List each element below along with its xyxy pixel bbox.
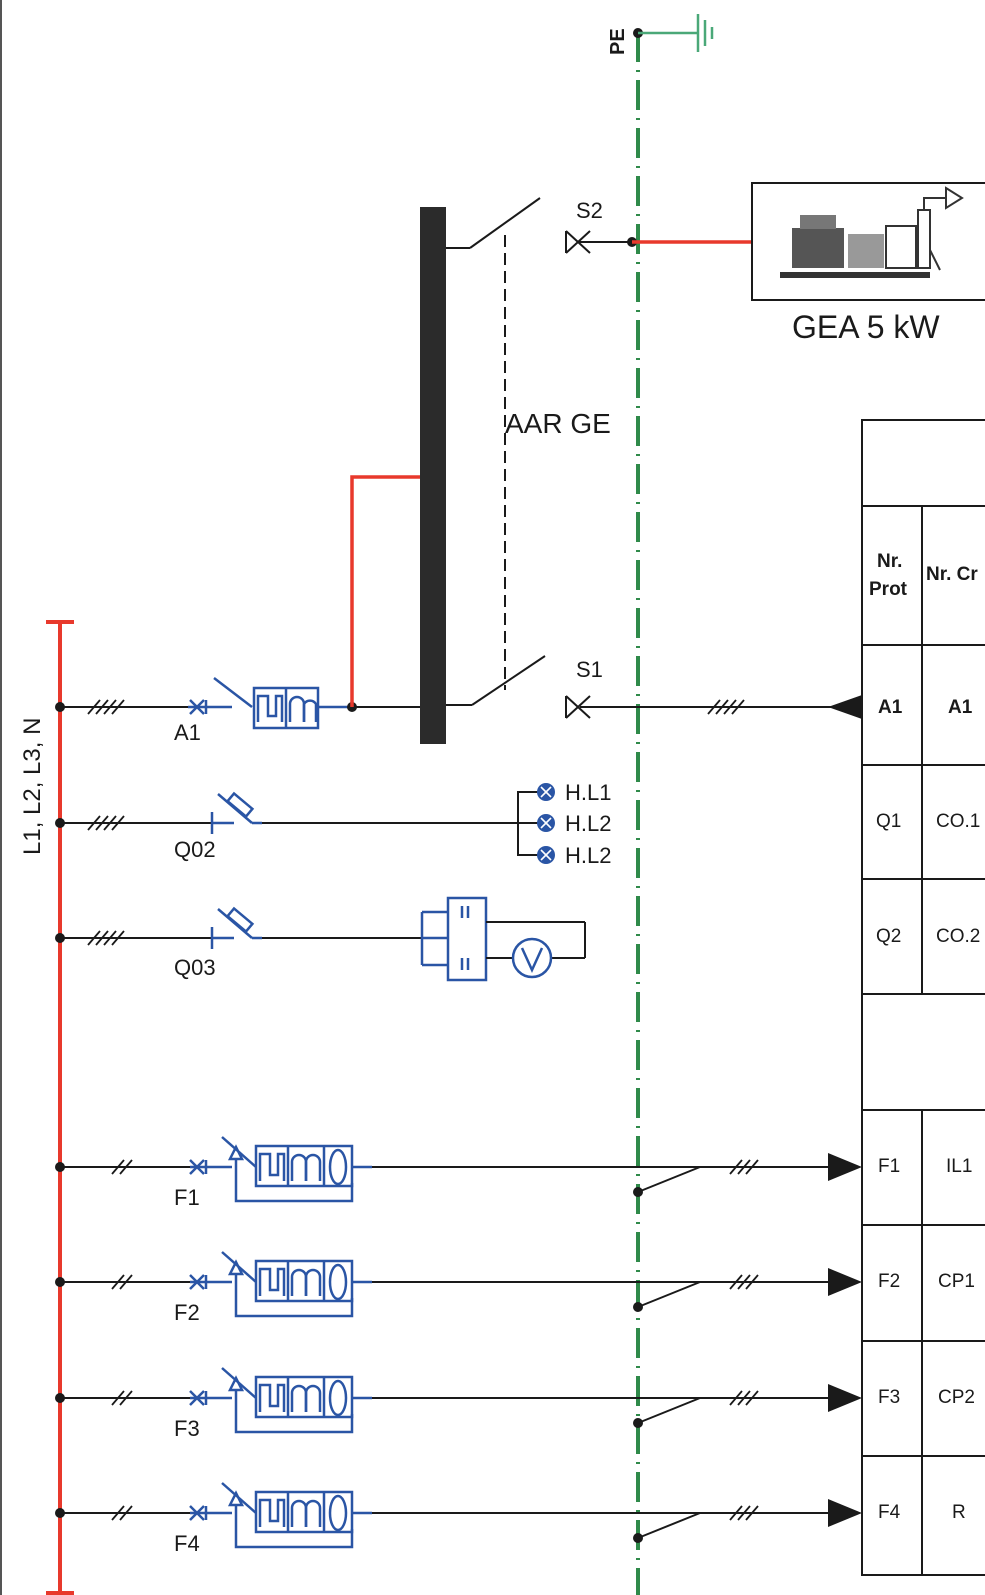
- hl2b-label: H.L2: [565, 843, 611, 868]
- earth-symbol-icon: [696, 14, 714, 52]
- table-cell-circ: CO.2: [936, 926, 980, 947]
- aar-transfer-bar: [420, 207, 446, 744]
- generator-symbol: [751, 182, 985, 301]
- f1-label: F1: [174, 1185, 200, 1210]
- pe-conductor: [633, 28, 697, 1595]
- f4-label: F4: [174, 1531, 200, 1556]
- table-cell-circ: CP1: [938, 1271, 975, 1292]
- pe-tap-line: [637, 1397, 701, 1424]
- voltmeter-icon: [511, 937, 553, 979]
- pe-tap-line: [637, 1281, 701, 1308]
- table-cell-circ: CP2: [938, 1387, 975, 1408]
- pe-tap-line: [637, 1512, 701, 1539]
- feeder-f3: [55, 1367, 862, 1434]
- feeder-f2: [55, 1251, 862, 1318]
- table-cell-prot: A1: [878, 697, 903, 718]
- cable-hatch-icon: [111, 1274, 133, 1290]
- table-cell-circ: R: [952, 1502, 966, 1523]
- table-cell-circ: CO.1: [936, 811, 980, 832]
- feeder-f4: [55, 1482, 862, 1549]
- hl2a-label: H.L2: [565, 811, 611, 836]
- pe-label: PE: [607, 28, 629, 55]
- table-cell-circ: IL1: [946, 1156, 972, 1177]
- cable-hatch-icon: [729, 1390, 759, 1406]
- q02-fuse-switch-icon: [210, 791, 262, 834]
- a1-trip-unit-icon: [252, 686, 352, 730]
- table-cell-prot: F3: [878, 1387, 900, 1408]
- feeder-q02: [55, 783, 555, 864]
- f2-label: F2: [174, 1300, 200, 1325]
- rcbo-breaker-icon: [189, 1136, 372, 1203]
- table-cell-circ: A1: [948, 697, 973, 718]
- indicator-lamp-icon: [537, 783, 555, 864]
- feeder-q03: [55, 896, 586, 982]
- q03-fuse-switch-icon: [210, 906, 262, 949]
- voltmeter-selector-icon: [420, 896, 586, 982]
- table-header-circ: Nr. Cr: [926, 564, 978, 585]
- s1-switch: [446, 655, 832, 719]
- generator-label: GEA 5 kW: [792, 309, 940, 345]
- circuit-table: [861, 419, 985, 1576]
- table-cell-prot: F1: [878, 1156, 900, 1177]
- a1-isolator-icon: [188, 677, 253, 715]
- outgoing-arrow-icon: [828, 1499, 862, 1527]
- outgoing-arrow-icon: [828, 1384, 862, 1412]
- a1-aar-supply-line: [350, 475, 420, 707]
- bus-label: L1, L2, L3, N: [19, 718, 46, 855]
- outgoing-arrow-icon: [828, 1153, 862, 1181]
- outgoing-feeders: [55, 1136, 862, 1549]
- table-cell-prot: Q1: [876, 811, 901, 832]
- q03-label: Q03: [174, 955, 216, 980]
- feeder-f1: [55, 1136, 862, 1203]
- table-header-prot-line1: Nr.: [877, 551, 902, 572]
- table-cell-prot: F2: [878, 1271, 900, 1292]
- cable-hatch-icon: [111, 1505, 133, 1521]
- cable-hatch-icon: [111, 1159, 133, 1175]
- s2-switch: [446, 197, 638, 254]
- cable-hatch-icon: [729, 1505, 759, 1521]
- rcbo-breaker-icon: [189, 1251, 372, 1318]
- hl1-label: H.L1: [565, 780, 611, 805]
- s1-cable-hatch-icon: [707, 699, 745, 715]
- cable-hatch-icon: [729, 1159, 759, 1175]
- f3-label: F3: [174, 1416, 200, 1441]
- pe-tap-line: [637, 1166, 701, 1193]
- table-cell-prot: Q2: [876, 926, 901, 947]
- rcbo-breaker-icon: [189, 1367, 372, 1434]
- main-busbar: [46, 620, 74, 1595]
- q02-label: Q02: [174, 837, 216, 862]
- rcbo-breaker-icon: [189, 1482, 372, 1549]
- cable-hatch-icon: [729, 1274, 759, 1290]
- a1-label: A1: [174, 720, 201, 745]
- s1-label: S1: [576, 657, 603, 682]
- cable-hatch-icon: [111, 1390, 133, 1406]
- aar-label: AAR GE: [505, 408, 611, 439]
- feeder-a1: [55, 475, 420, 730]
- table-header-prot-line2: Prot: [869, 579, 908, 600]
- s2-label: S2: [576, 198, 603, 223]
- s1-incoming-arrow-icon: [828, 695, 862, 719]
- table-cell-prot: F4: [878, 1502, 901, 1523]
- outgoing-arrow-icon: [828, 1268, 862, 1296]
